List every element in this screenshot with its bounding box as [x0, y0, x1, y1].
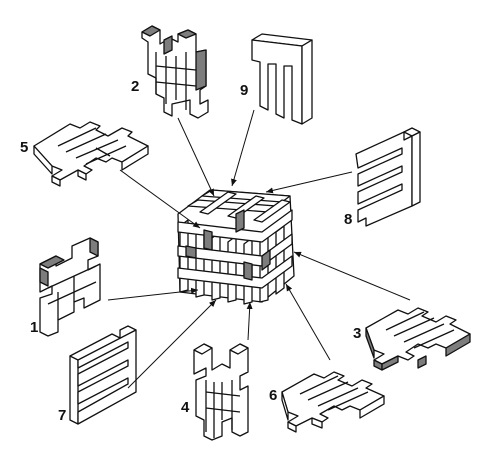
label-8: 8: [344, 211, 352, 228]
piece-5: 5: [20, 121, 149, 187]
arrow-from-6: [285, 283, 331, 361]
label-7: 7: [58, 407, 66, 424]
piece-4: 4: [181, 343, 249, 441]
piece-1: 1: [30, 237, 101, 337]
label-5: 5: [20, 139, 28, 156]
arrow-from-2: [177, 117, 215, 197]
label-1: 1: [30, 319, 38, 336]
label-3: 3: [353, 325, 361, 342]
arrow-from-9: [231, 109, 255, 187]
piece-8: 8: [344, 127, 421, 228]
arrow-from-8: [265, 171, 353, 194]
piece-6: 6: [269, 371, 385, 433]
label-2: 2: [131, 78, 139, 95]
arrow-from-5: [119, 169, 201, 229]
piece-9: 9: [240, 33, 313, 125]
piece-3: 3: [353, 307, 471, 371]
arrow-from-7: [127, 299, 217, 389]
piece-7: 7: [58, 325, 137, 425]
label-6: 6: [269, 387, 277, 404]
label-4: 4: [181, 399, 190, 416]
assembled-cube: [177, 189, 295, 305]
arrow-from-3: [293, 251, 411, 301]
label-9: 9: [240, 82, 248, 99]
piece-2: 2: [131, 25, 209, 119]
arrow-from-1: [107, 287, 199, 301]
assembly-arrows: [107, 109, 411, 389]
arrow-from-4: [246, 301, 253, 341]
